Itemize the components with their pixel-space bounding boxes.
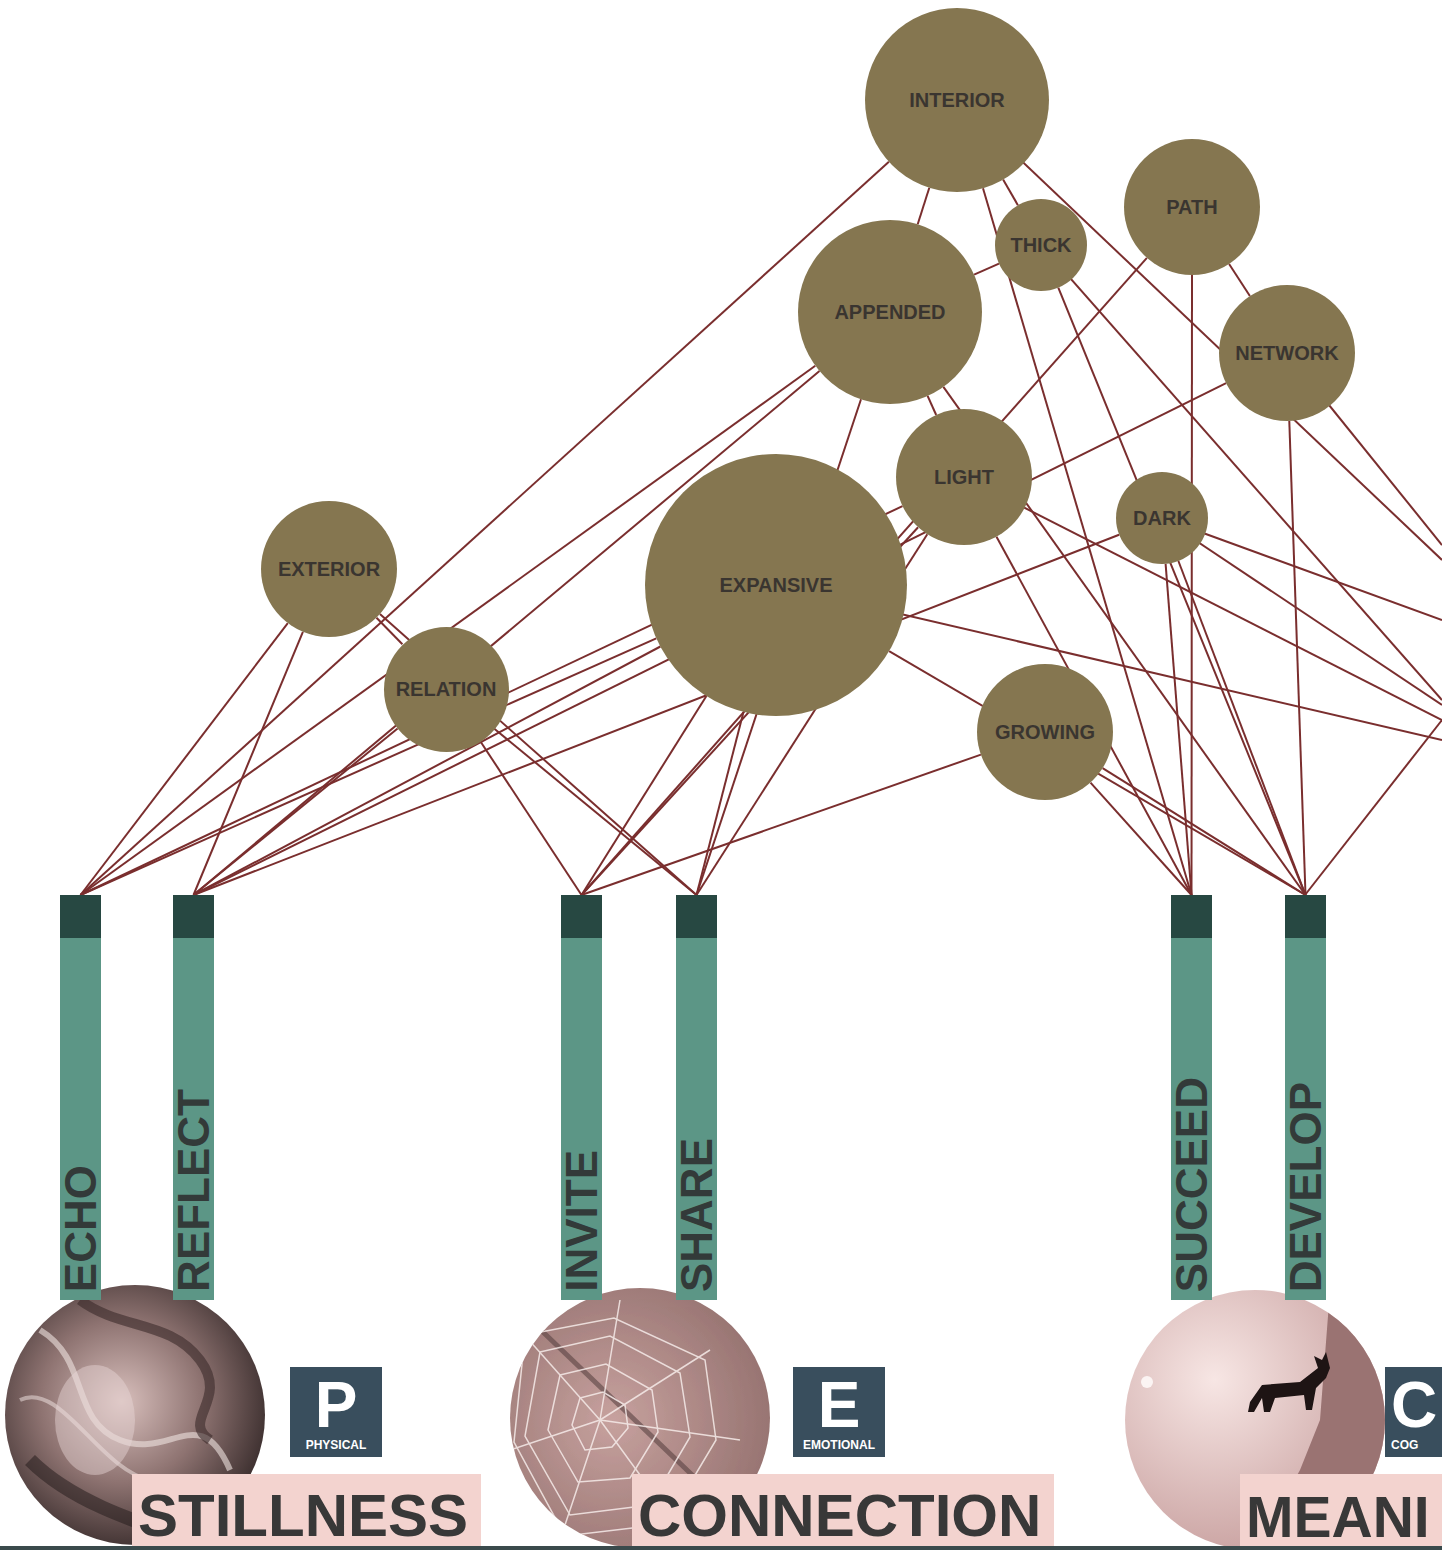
badge-letter: P xyxy=(315,1373,358,1437)
badge-letter: E xyxy=(818,1373,861,1437)
bar-cap xyxy=(676,895,717,938)
bar-label: ECHO xyxy=(59,1165,103,1292)
connector-line xyxy=(1103,768,1306,895)
bar-label: SHARE xyxy=(675,1138,719,1292)
circle-label: DARK xyxy=(1133,508,1191,528)
connector-line xyxy=(480,741,581,895)
connector-line xyxy=(494,729,696,895)
connector-line xyxy=(377,618,403,645)
bar-cap xyxy=(60,895,101,938)
bar-label: SUCCEED xyxy=(1170,1077,1214,1292)
theme-band: STILLNESS xyxy=(132,1474,481,1546)
connector-line xyxy=(928,396,937,415)
circle-label: EXTERIOR xyxy=(278,559,380,579)
badge-caption: COG xyxy=(1391,1439,1418,1451)
connector-line xyxy=(889,651,1305,895)
bar-cap xyxy=(173,895,214,938)
badge-caption: EMOTIONAL xyxy=(803,1439,875,1451)
circle-label: PATH xyxy=(1166,197,1217,217)
badge-caption: PHYSICAL xyxy=(306,1439,367,1451)
badge-letter: C xyxy=(1391,1373,1437,1437)
bar-cap xyxy=(1171,895,1212,938)
connector-line xyxy=(380,614,697,895)
bar-label: REFLECT xyxy=(172,1089,216,1292)
circle-label: THICK xyxy=(1010,235,1071,255)
base-rule xyxy=(0,1546,1442,1550)
concept-circle: PATH xyxy=(1124,139,1260,275)
circle-label: RELATION xyxy=(396,679,497,699)
connector-line xyxy=(194,729,398,896)
connector-line xyxy=(1191,275,1194,895)
concept-circle: EXPANSIVE xyxy=(645,454,907,716)
connector-line xyxy=(194,632,303,895)
theme-band: MEANI xyxy=(1240,1474,1442,1546)
connector-line xyxy=(1091,783,1192,895)
connector-line xyxy=(974,264,999,275)
circle-label: APPENDED xyxy=(834,302,945,322)
circle-label: LIGHT xyxy=(934,467,994,487)
verb-bar: SHARE xyxy=(676,895,717,1300)
connector-line xyxy=(194,647,661,896)
verb-bar: DEVELOP xyxy=(1285,895,1326,1300)
circle-label: EXPANSIVE xyxy=(720,575,833,595)
concept-circle: NETWORK xyxy=(1219,285,1355,421)
concept-circle: APPENDED xyxy=(798,220,982,404)
concept-circle: DARK xyxy=(1116,472,1208,564)
bar-label: INVITE xyxy=(560,1150,604,1292)
concept-circle: RELATION xyxy=(384,627,509,752)
theme-label: CONNECTION xyxy=(638,1486,1041,1546)
connector-line xyxy=(1003,180,1018,206)
connector-line xyxy=(697,712,744,895)
theme-label: MEANI xyxy=(1246,1489,1430,1546)
concept-circle: LIGHT xyxy=(896,409,1032,545)
connector-line xyxy=(1178,561,1305,895)
bar-cap xyxy=(561,895,602,938)
circle-label: NETWORK xyxy=(1235,343,1338,363)
verb-bar: INVITE xyxy=(561,895,602,1300)
verb-bar: REFLECT xyxy=(173,895,214,1300)
circle-label: GROWING xyxy=(995,722,1095,742)
concept-circle: THICK xyxy=(995,199,1087,291)
bar-label: DEVELOP xyxy=(1284,1082,1328,1292)
connector-line xyxy=(1289,421,1305,895)
theme-band: CONNECTION xyxy=(632,1474,1054,1546)
connector-line xyxy=(81,623,288,895)
connector-line xyxy=(1166,564,1192,895)
connector-line xyxy=(81,638,657,895)
connector-line xyxy=(1229,264,1250,296)
verb-bar: ECHO xyxy=(60,895,101,1300)
connector-line xyxy=(194,383,1227,895)
category-badge: C COG xyxy=(1385,1367,1442,1457)
connector-line xyxy=(918,188,930,225)
circle-label: INTERIOR xyxy=(909,90,1005,110)
bar-cap xyxy=(1285,895,1326,938)
concept-circle: EXTERIOR xyxy=(261,501,397,637)
connector-line xyxy=(582,755,981,895)
connector-line xyxy=(582,696,707,895)
category-badge: E EMOTIONAL xyxy=(793,1367,885,1457)
concept-circle: GROWING xyxy=(977,664,1113,800)
verb-bar: SUCCEED xyxy=(1171,895,1212,1300)
category-badge: P PHYSICAL xyxy=(290,1367,382,1457)
concept-circle: INTERIOR xyxy=(865,8,1049,192)
theme-label: STILLNESS xyxy=(138,1486,468,1546)
